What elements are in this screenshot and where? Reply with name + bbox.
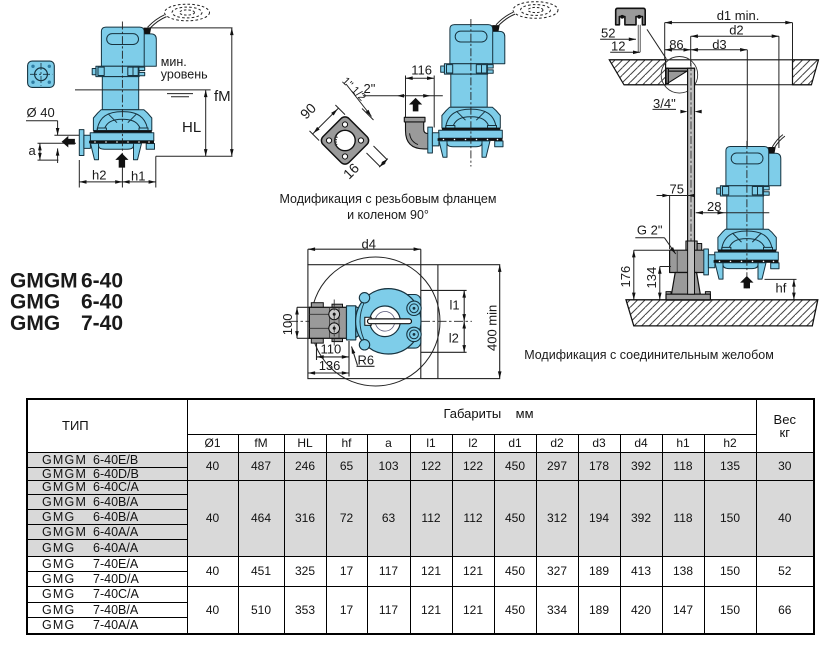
svg-text:и коленом 90°: и коленом 90° — [347, 208, 429, 222]
svg-text:l1: l1 — [450, 298, 460, 313]
svg-text:HL: HL — [182, 119, 201, 136]
svg-text:100: 100 — [280, 313, 295, 335]
svg-text:GMGM: GMGM — [10, 270, 78, 293]
svg-text:3/4": 3/4" — [653, 96, 676, 111]
svg-text:116: 116 — [411, 63, 432, 78]
svg-text:GMG: GMG — [10, 312, 60, 335]
svg-text:134: 134 — [644, 267, 659, 289]
svg-text:hf: hf — [776, 281, 787, 296]
svg-text:fM: fM — [214, 88, 231, 105]
svg-text:6-40: 6-40 — [81, 291, 123, 314]
svg-text:90: 90 — [297, 100, 319, 122]
svg-text:Модификация с соединительным ж: Модификация с соединительным желобом — [524, 348, 774, 362]
svg-text:Модификация с резьбовым фланце: Модификация с резьбовым фланцем — [280, 192, 497, 206]
svg-text:Ø 40: Ø 40 — [27, 105, 55, 120]
svg-text:уровень: уровень — [161, 68, 208, 82]
svg-text:d3: d3 — [712, 37, 726, 52]
svg-text:h2: h2 — [92, 168, 106, 183]
svg-text:75: 75 — [670, 182, 684, 197]
svg-text:h1: h1 — [131, 169, 145, 184]
svg-text:12: 12 — [611, 39, 625, 54]
svg-text:мин.: мин. — [161, 55, 187, 69]
svg-text:GMG: GMG — [10, 291, 60, 314]
svg-text:l2: l2 — [449, 331, 459, 346]
svg-text:86: 86 — [669, 37, 683, 52]
svg-text:G 2": G 2" — [637, 223, 663, 238]
svg-text:176: 176 — [618, 266, 633, 288]
svg-text:d1 min.: d1 min. — [717, 8, 760, 23]
svg-text:d4: d4 — [362, 237, 376, 252]
svg-text:6-40: 6-40 — [81, 270, 123, 293]
svg-text:110: 110 — [321, 342, 342, 357]
svg-text:52: 52 — [601, 26, 615, 41]
svg-text:d2: d2 — [729, 22, 743, 37]
svg-text:400 min: 400 min — [485, 305, 500, 351]
svg-text:2": 2" — [364, 81, 376, 96]
svg-text:28: 28 — [707, 199, 721, 214]
svg-text:136: 136 — [319, 358, 341, 373]
svg-text:7-40: 7-40 — [81, 312, 123, 335]
svg-text:a: a — [29, 143, 37, 158]
svg-text:R6: R6 — [358, 353, 375, 368]
